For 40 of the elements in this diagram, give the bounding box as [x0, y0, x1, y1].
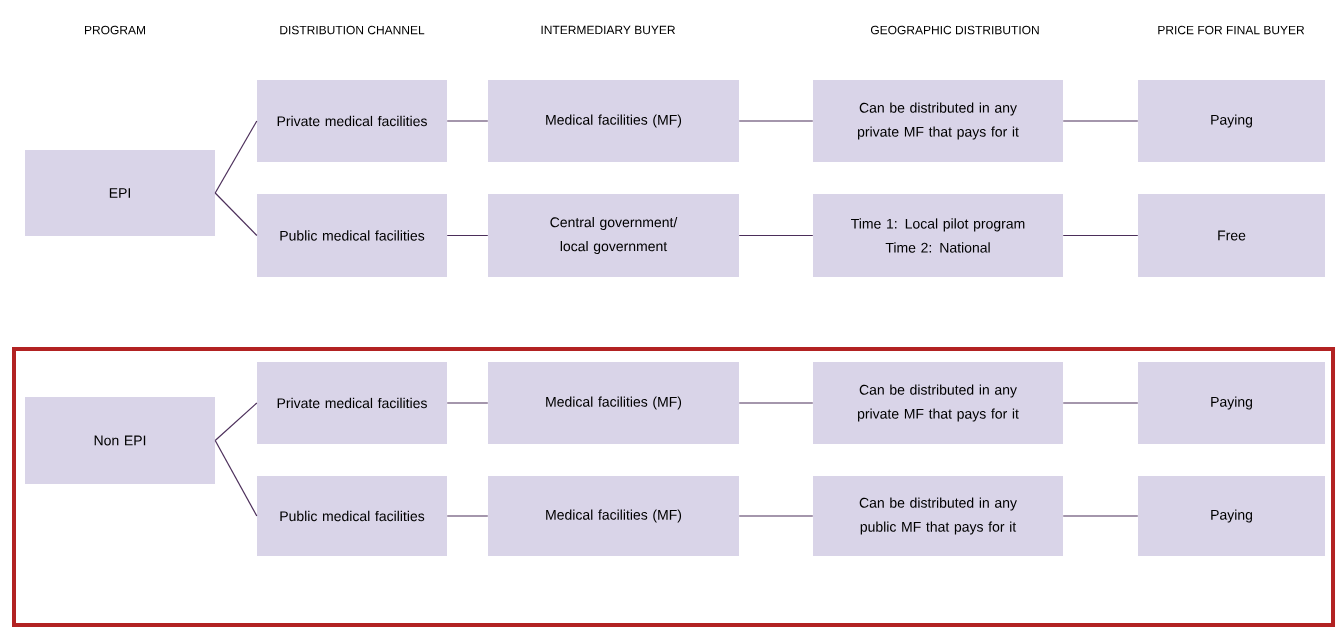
- process-box: Can be distributed in any private MF that pays for it: [813, 80, 1063, 162]
- process-box: Private medical facilities: [257, 80, 447, 162]
- connector-line: [446, 515, 489, 517]
- column-header: DISTRIBUTION CHANNEL: [280, 25, 425, 35]
- connector-line: [1062, 120, 1139, 122]
- highlight-frame: [12, 347, 1335, 627]
- connector-line: [738, 120, 814, 122]
- process-box: Can be distributed in any private MF that pays for it: [813, 362, 1063, 444]
- column-header: GEOGRAPHIC DISTRIBUTION: [870, 25, 1039, 35]
- process-box: Central government/ local government: [488, 194, 739, 277]
- connector-line: [214, 192, 258, 237]
- connector-line: [214, 402, 258, 442]
- process-box: Can be distributed in any public MF that pays for it: [813, 476, 1063, 556]
- connector-line: [446, 234, 489, 237]
- process-box: Medical facilities (MF): [488, 476, 739, 556]
- connector-line: [1062, 234, 1139, 237]
- process-box: Paying: [1138, 476, 1325, 556]
- connector-line: [738, 515, 814, 517]
- process-box: Private medical facilities: [257, 362, 447, 444]
- connector-line: [446, 120, 489, 122]
- connector-line: [214, 120, 258, 194]
- process-box: Medical facilities (MF): [488, 80, 739, 162]
- column-header: INTERMEDIARY BUYER: [541, 25, 675, 35]
- connector-line: [1062, 402, 1139, 404]
- process-box: Paying: [1138, 80, 1325, 162]
- column-header: PRICE FOR FINAL BUYER: [1158, 25, 1305, 35]
- column-header: PROGRAM: [85, 25, 145, 35]
- connector-line: [1062, 515, 1139, 517]
- process-box: EPI: [25, 150, 215, 236]
- connector-line: [446, 402, 489, 404]
- process-box: Medical facilities (MF): [488, 362, 739, 444]
- process-box: Paying: [1138, 362, 1325, 444]
- connector-line: [738, 234, 814, 237]
- process-box: Public medical facilities: [257, 476, 447, 556]
- connector-line: [738, 402, 814, 404]
- process-box: Public medical facilities: [257, 194, 447, 277]
- process-box: Time 1: Local pilot program Time 2: National: [813, 194, 1063, 277]
- connector-line: [214, 439, 258, 517]
- process-box: Free: [1138, 194, 1325, 277]
- process-box: Non EPI: [25, 397, 215, 484]
